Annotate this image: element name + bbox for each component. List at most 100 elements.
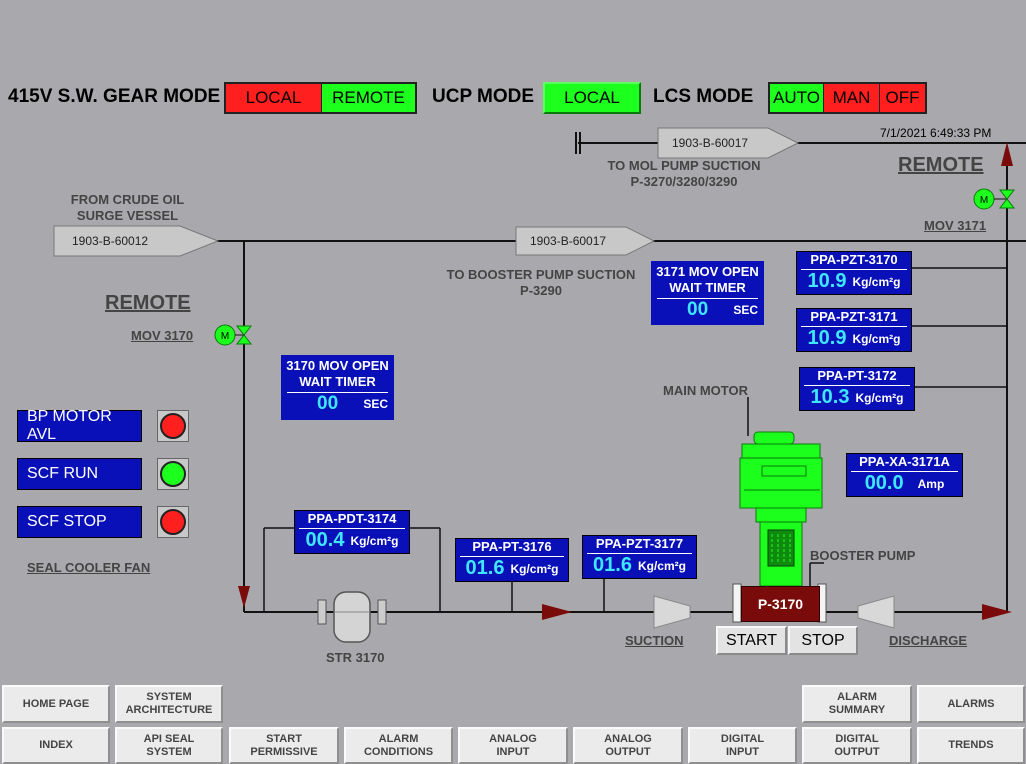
nav-analog-output[interactable]: ANALOG OUTPUT — [573, 727, 683, 764]
xa-3171a-unit: Amp — [917, 476, 945, 491]
timer-3171-value: 00 — [687, 299, 709, 320]
mov-3171-label[interactable]: MOV 3171 — [924, 218, 987, 233]
ucp-mode-group: LOCAL — [543, 82, 641, 114]
pump-p3170[interactable]: P-3170 — [741, 586, 820, 622]
pdt-3174-value: 00.4 — [305, 529, 345, 551]
ucp-local-button[interactable]: LOCAL — [545, 84, 639, 112]
nav-alarms[interactable]: ALARMS — [917, 685, 1025, 723]
pdt-3174-panel[interactable]: PPA-PDT-3174 00.4 Kg/cm²g — [294, 510, 410, 554]
seal-cooler-fan-label[interactable]: SEAL COOLER FAN — [27, 560, 151, 575]
nav-index[interactable]: INDEX — [2, 727, 110, 764]
nav-alarm-summary[interactable]: ALARM SUMMARY — [802, 685, 912, 723]
nav-home-page[interactable]: HOME PAGE — [2, 685, 110, 723]
lcs-mode-group: AUTO MAN OFF — [768, 82, 927, 114]
mov-3170-label[interactable]: MOV 3170 — [131, 328, 194, 343]
datetime: 7/1/2021 6:49:33 PM — [880, 126, 992, 140]
timer-3170-unit: SEC — [363, 397, 388, 411]
scf-run-label: SCF RUN — [17, 458, 142, 490]
timer-3171-unit: SEC — [733, 303, 758, 317]
booster-suction-text: TO BOOSTER PUMP SUCTION P-3290 — [446, 267, 636, 298]
nav-trends[interactable]: TRENDS — [917, 727, 1025, 764]
pt-3172-value: 10.3 — [810, 386, 850, 408]
lcs-mode-label: LCS MODE — [653, 86, 754, 107]
lcs-off-button[interactable]: OFF — [879, 84, 925, 112]
mol-pipe-tag: 1903-B-60017 — [672, 136, 749, 150]
stop-button[interactable]: STOP — [788, 626, 858, 655]
pt-3172-tag: PPA-PT-3172 — [817, 368, 897, 383]
nav-api-seal-system[interactable]: API SEAL SYSTEM — [115, 727, 223, 764]
xa-3171a-panel[interactable]: PPA-XA-3171A 00.0 Amp — [846, 453, 963, 497]
xa-3171a-tag: PPA-XA-3171A — [859, 454, 950, 469]
pzt-3170-value: 10.9 — [807, 270, 847, 292]
scf-stop-lamp — [160, 509, 186, 535]
timer-3171-panel: 3171 MOV OPEN WAIT TIMER 00 SEC — [651, 261, 764, 325]
swgear-mode-label: 415V S.W. GEAR MODE — [8, 86, 221, 107]
nav-alarm-conditions[interactable]: ALARM CONDITIONS — [344, 727, 453, 764]
pzt-3170-panel[interactable]: PPA-PZT-3170 10.9 Kg/cm²g — [796, 251, 912, 295]
lcs-auto-button[interactable]: AUTO — [770, 84, 823, 112]
main-motor-label: MAIN MOTOR — [663, 383, 748, 398]
scf-run-lamp — [160, 461, 186, 487]
crude-source-text: FROM CRUDE OIL SURGE VESSEL — [70, 192, 185, 223]
flow-arrow-down — [238, 586, 250, 608]
timer-3170-value: 00 — [317, 393, 339, 414]
pdt-3174-unit: Kg/cm²g — [350, 533, 399, 548]
timer-3170-title: 3170 MOV OPEN WAIT TIMER — [286, 358, 389, 389]
swgear-remote-button[interactable]: REMOTE — [321, 84, 415, 112]
swgear-local-button[interactable]: LOCAL — [226, 84, 321, 112]
discharge-label[interactable]: DISCHARGE — [889, 633, 968, 648]
flow-arrow-right-discharge — [982, 604, 1012, 620]
pzt-3177-unit: Kg/cm²g — [637, 558, 686, 573]
xa-3171a-value: 00.0 — [864, 472, 904, 494]
ucp-mode-label: UCP MODE — [432, 86, 535, 107]
start-button[interactable]: START — [716, 626, 787, 655]
pzt-3171-tag: PPA-PZT-3171 — [810, 309, 898, 324]
pzt-3170-unit: Kg/cm²g — [852, 274, 901, 289]
pzt-3171-unit: Kg/cm²g — [852, 331, 901, 346]
timer-3170-panel: 3170 MOV OPEN WAIT TIMER 00 SEC — [281, 355, 394, 420]
pzt-3177-value: 01.6 — [593, 554, 632, 576]
bp-motor-avl-lamp — [160, 413, 186, 439]
strainer-label: STR 3170 — [326, 650, 385, 665]
pzt-3177-panel[interactable]: PPA-PZT-3177 01.6 Kg/cm²g — [582, 535, 697, 579]
pzt-3171-value: 10.9 — [807, 327, 847, 349]
scf-stop-label: SCF STOP — [17, 506, 142, 538]
pdt-3174-tag: PPA-PDT-3174 — [307, 511, 397, 526]
svg-text:M: M — [221, 331, 229, 342]
pzt-3171-panel[interactable]: PPA-PZT-3171 10.9 Kg/cm²g — [796, 308, 912, 352]
pt-3176-unit: Kg/cm²g — [510, 561, 559, 576]
booster-pump-label: BOOSTER PUMP — [810, 548, 916, 563]
bp-motor-avl-lamp-frame — [157, 410, 189, 442]
lcs-man-button[interactable]: MAN — [823, 84, 879, 112]
pt-3176-tag: PPA-PT-3176 — [472, 539, 552, 554]
crude-pipe-tag: 1903-B-60012 — [72, 234, 149, 248]
suction-label[interactable]: SUCTION — [625, 633, 684, 648]
booster-pipe-tag: 1903-B-60017 — [530, 234, 607, 248]
pzt-3170-tag: PPA-PZT-3170 — [810, 252, 898, 267]
scf-run-lamp-frame — [157, 458, 189, 490]
nav-digital-input[interactable]: DIGITAL INPUT — [688, 727, 797, 764]
mov-3171-valve-symbol: M — [973, 188, 1016, 210]
pt-3176-value: 01.6 — [465, 557, 505, 579]
mov-3170-mode: REMOTE — [105, 292, 191, 314]
strainer-symbol — [317, 591, 387, 643]
swgear-mode-group: LOCAL REMOTE — [224, 82, 417, 114]
nav-start-permissive[interactable]: START PERMISSIVE — [229, 727, 339, 764]
pt-3176-panel[interactable]: PPA-PT-3176 01.6 Kg/cm²g — [455, 538, 569, 582]
flow-arrow-up — [1001, 142, 1013, 166]
nav-system-architecture[interactable]: SYSTEM ARCHITECTURE — [115, 685, 223, 723]
nav-digital-output[interactable]: DIGITAL OUTPUT — [802, 727, 912, 764]
pt-3172-unit: Kg/cm²g — [855, 390, 904, 405]
main-motor-symbol — [739, 431, 823, 587]
pzt-3177-tag: PPA-PZT-3177 — [595, 536, 684, 551]
pt-3172-panel[interactable]: PPA-PT-3172 10.3 Kg/cm²g — [799, 367, 915, 411]
scf-stop-lamp-frame — [157, 506, 189, 538]
flow-arrow-right — [542, 604, 572, 620]
mol-pump-suction-text: TO MOL PUMP SUCTION P-3270/3280/3290 — [607, 158, 761, 189]
timer-3171-title: 3171 MOV OPEN WAIT TIMER — [656, 264, 759, 295]
nav-analog-input[interactable]: ANALOG INPUT — [458, 727, 568, 764]
mov-3171-mode: REMOTE — [898, 154, 984, 176]
mov-3170-valve-symbol: M — [214, 324, 253, 346]
svg-text:M: M — [980, 195, 988, 206]
